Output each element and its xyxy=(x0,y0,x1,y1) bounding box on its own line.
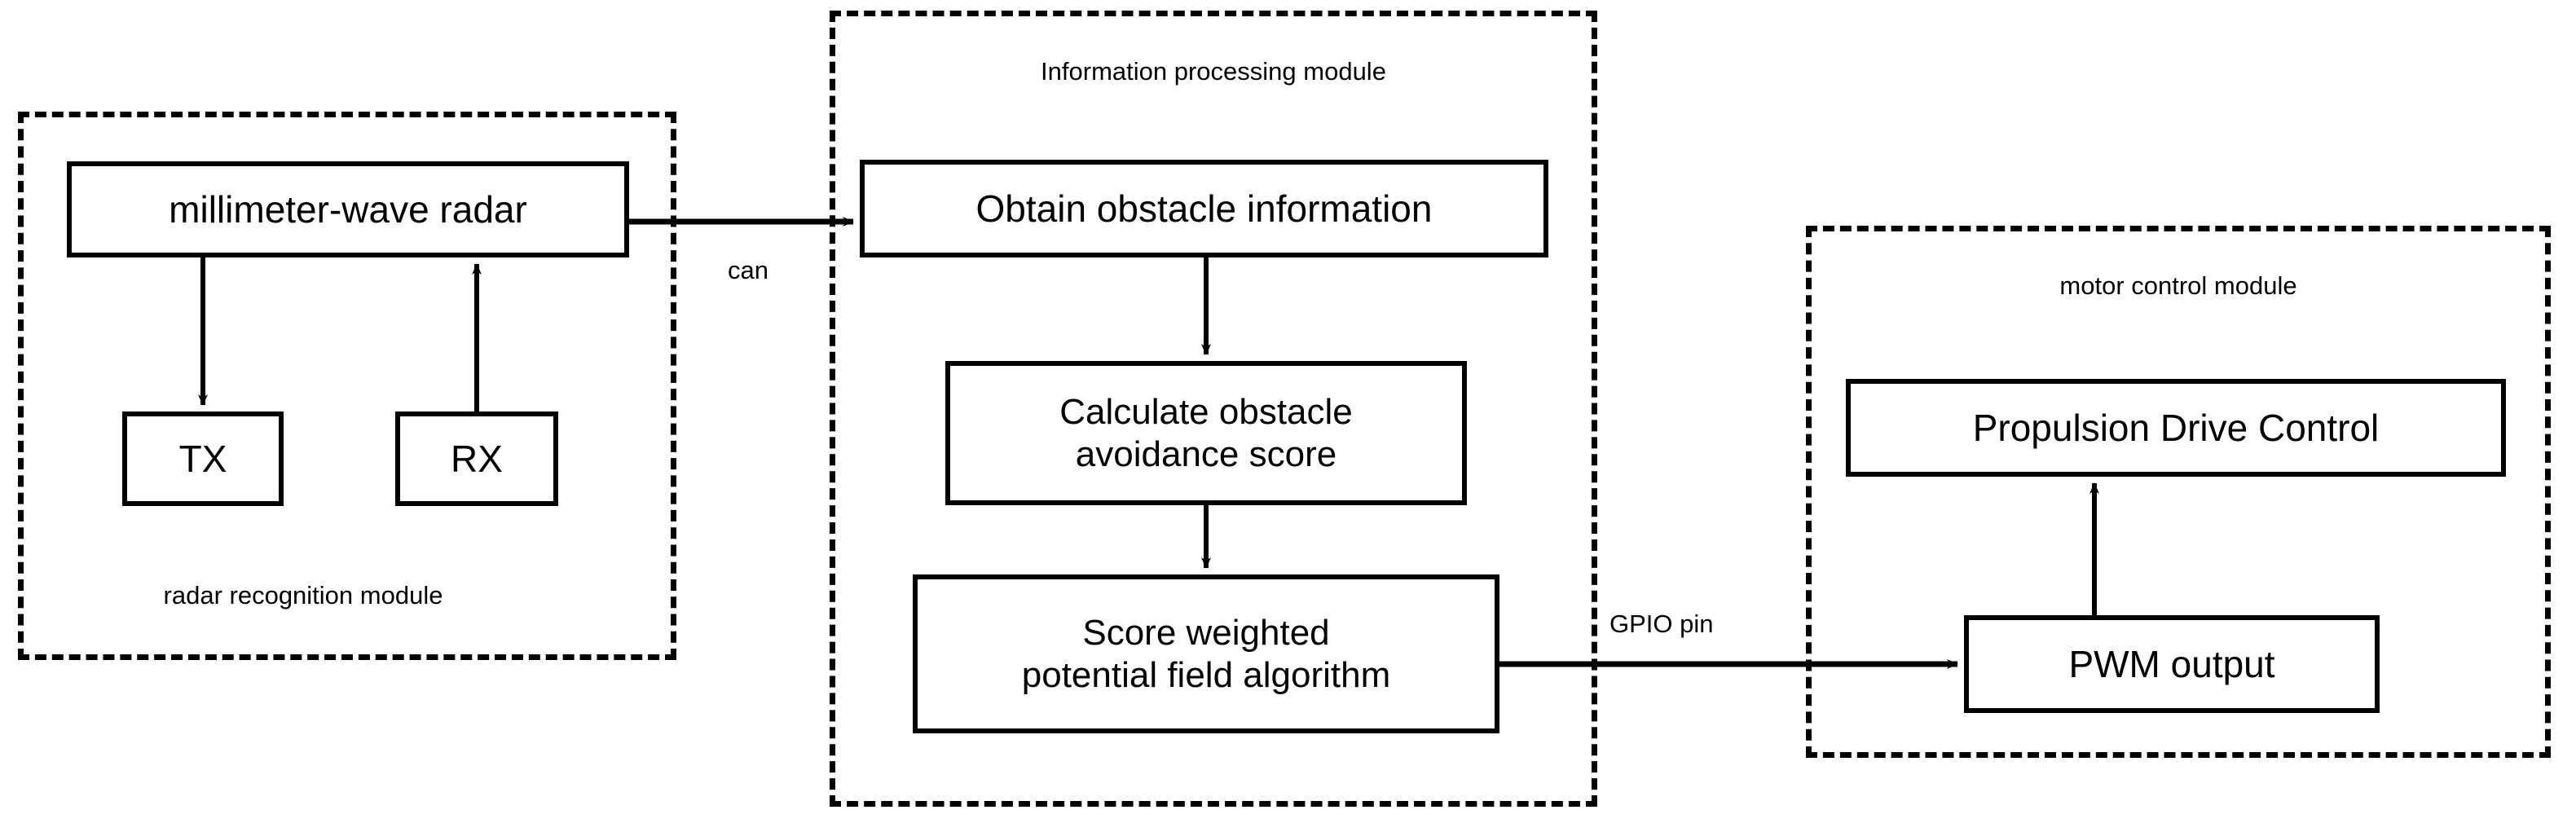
node-millimeter-wave-radar[interactable]: millimeter-wave radar xyxy=(67,161,629,257)
module-label-radar-recognition: radar recognition module xyxy=(163,581,443,610)
edge-label-can: can xyxy=(728,256,768,284)
edge-label-gpio-pin: GPIO pin xyxy=(1609,610,1714,638)
module-radar-recognition xyxy=(18,112,676,660)
node-propulsion-drive-control[interactable]: Propulsion Drive Control xyxy=(1846,379,2506,477)
node-rx[interactable]: RX xyxy=(395,412,558,506)
module-motor-control xyxy=(1806,226,2551,758)
module-label-information-processing: Information processing module xyxy=(1041,57,1386,86)
node-pwm-output[interactable]: PWM output xyxy=(1964,615,2380,713)
node-calculate-obstacle-avoidance-score[interactable]: Calculate obstacle avoidance score xyxy=(945,361,1467,505)
node-obtain-obstacle-information[interactable]: Obtain obstacle information xyxy=(860,160,1548,257)
module-information-processing xyxy=(830,11,1597,807)
module-label-motor-control: motor control module xyxy=(2059,271,2297,300)
node-tx[interactable]: TX xyxy=(122,412,284,506)
node-score-weighted-potential-field-algorithm[interactable]: Score weighted potential field algorithm xyxy=(913,574,1499,733)
